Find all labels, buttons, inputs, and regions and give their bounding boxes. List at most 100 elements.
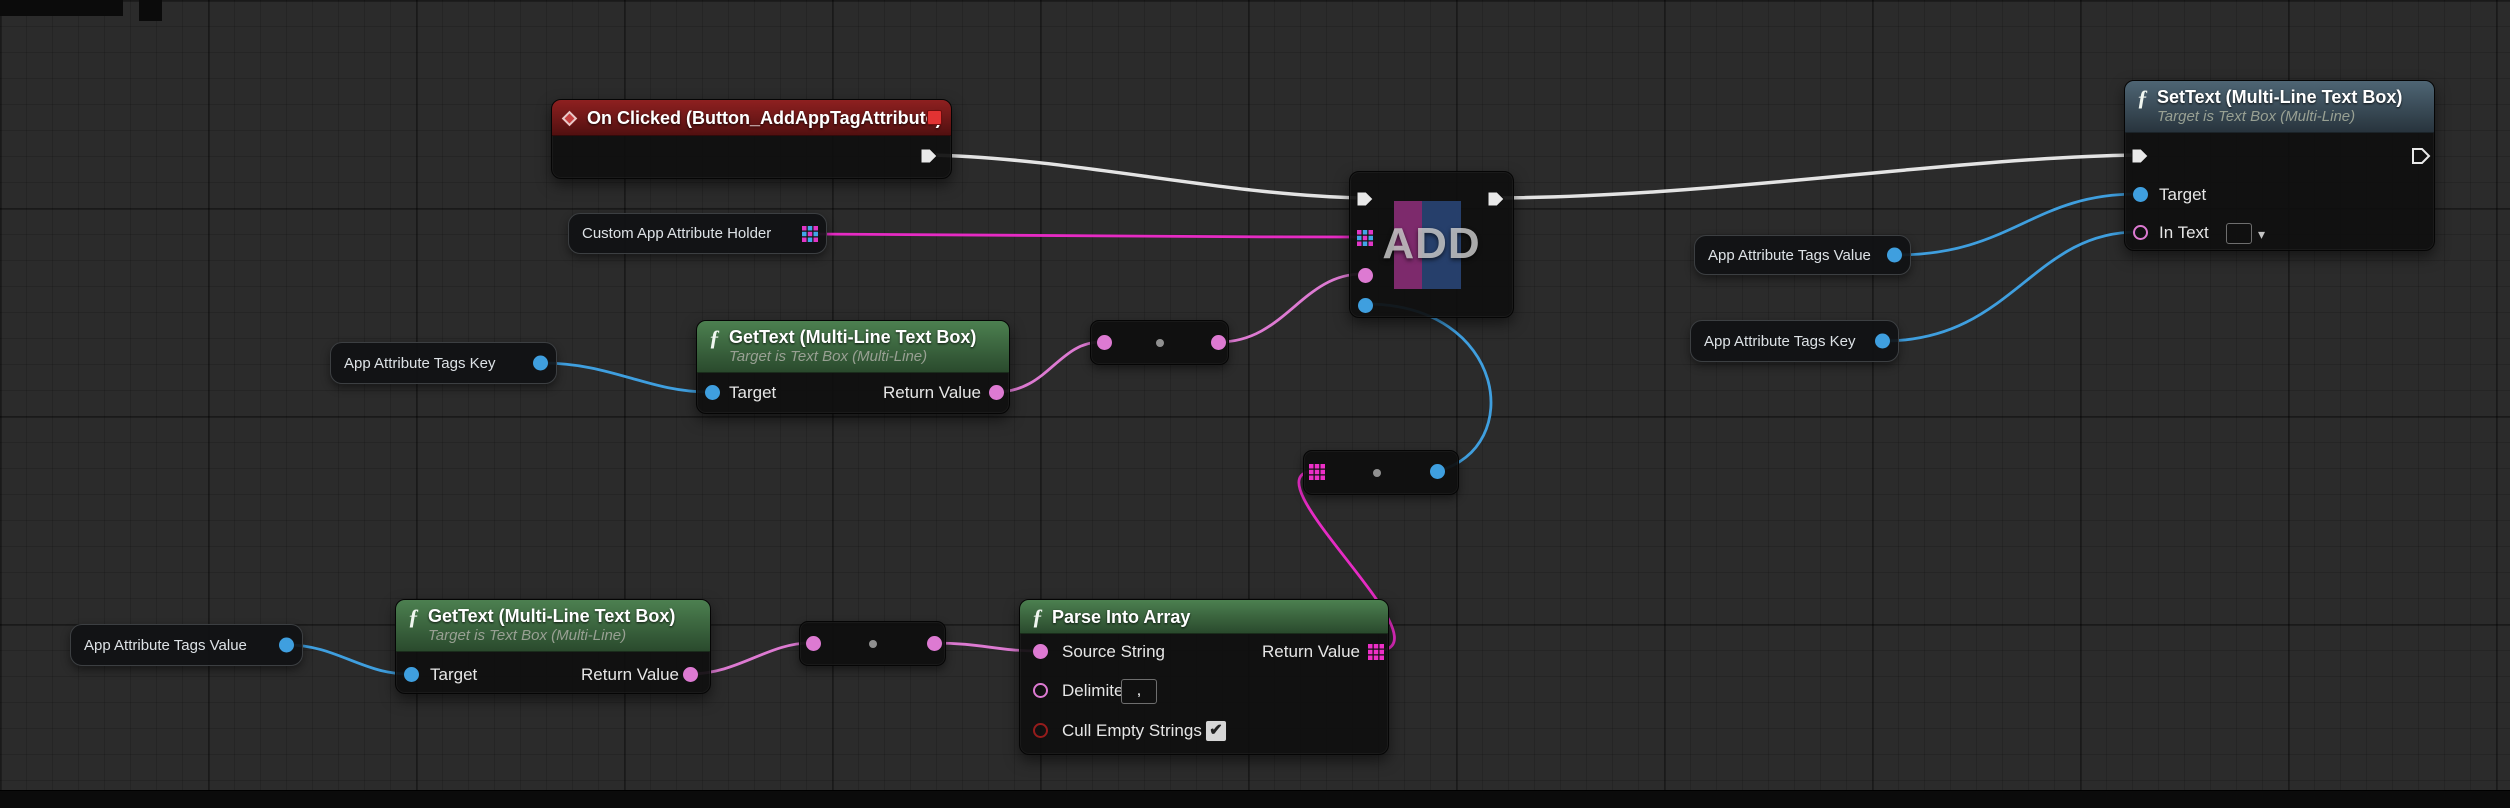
exec-in-pin[interactable] [2129, 145, 2151, 167]
wire-object-conversion-to-add-value[interactable] [1365, 302, 1493, 473]
wire-text-conversion-to-add-key[interactable] [1218, 272, 1363, 344]
wire-object-tagsvalue-to-gettext2-target[interactable] [287, 643, 410, 676]
node-header[interactable]: ƒ GetText (Multi-Line Text Box) Target i… [697, 321, 1009, 373]
return-value-pin[interactable] [989, 385, 1004, 400]
node-var-custom-app-attribute-holder[interactable]: Custom App Attribute Holder [568, 213, 827, 254]
input-array-pin[interactable] [1309, 464, 1325, 480]
variable-label: App Attribute Tags Value [84, 636, 247, 654]
add-watermark: ADD [1382, 219, 1481, 268]
wire-text-gettext-return-to-conversion[interactable] [995, 340, 1102, 394]
node-var-app-attribute-tags-value[interactable]: App Attribute Tags Value [70, 624, 303, 666]
event-icon [561, 110, 578, 126]
delimiter-input[interactable]: , [1121, 679, 1157, 704]
node-parse-into-array[interactable]: ƒ Parse Into Array Source String Return … [1019, 599, 1389, 755]
pin-label-target: Target [430, 665, 478, 684]
variable-label: App Attribute Tags Key [344, 354, 496, 372]
node-title: On Clicked (Button_AddAppTagAttribute) [587, 108, 942, 128]
node-var-app-attribute-tags-key-2[interactable]: App Attribute Tags Key [1690, 320, 1899, 362]
wire-exec-onclicked-to-add[interactable] [927, 153, 1363, 200]
node-dot [869, 640, 877, 648]
wire-map-holder-to-add[interactable] [810, 232, 1363, 239]
pin-label-in-text: In Text [2159, 223, 2209, 242]
function-icon: ƒ [1032, 604, 1043, 629]
node-gettext-value[interactable]: ƒ GetText (Multi-Line Text Box) Target i… [395, 599, 711, 694]
exec-in-pin[interactable] [1354, 188, 1376, 210]
pin-label-return: Return Value [1262, 642, 1360, 661]
pin-label-cull-empty-strings: Cull Empty Strings [1062, 721, 1202, 740]
pin-label-target: Target [729, 383, 777, 402]
variable-label: Custom App Attribute Holder [582, 225, 772, 242]
node-subtitle: Target is Text Box (Multi-Line) [428, 627, 627, 644]
node-header[interactable]: On Clicked (Button_AddAppTagAttribute) [552, 100, 951, 136]
cull-empty-strings-pin[interactable] [1033, 723, 1048, 738]
node-header[interactable]: ƒ SetText (Multi-Line Text Box) Target i… [2125, 81, 2434, 133]
key-pin[interactable] [1358, 268, 1373, 283]
map-value-color-bar [1422, 201, 1461, 289]
node-subtitle: Target is Text Box (Multi-Line) [729, 348, 928, 365]
input-pin[interactable] [1097, 335, 1112, 350]
pin-label-target: Target [2159, 185, 2207, 204]
function-icon: ƒ [709, 325, 720, 350]
chevron-down-icon[interactable]: ▾ [2258, 226, 2266, 242]
in-text-input[interactable] [2226, 223, 2252, 244]
function-icon: ƒ [408, 604, 419, 629]
wire-array-parse-return-to-conversion[interactable] [1297, 469, 1396, 653]
exec-out-pin[interactable] [918, 145, 940, 167]
target-pin[interactable] [404, 667, 419, 682]
map-pin[interactable] [802, 225, 818, 242]
cull-empty-strings-checkbox[interactable]: ✔ [1205, 720, 1227, 742]
node-var-app-attribute-tags-key[interactable]: App Attribute Tags Key [330, 342, 557, 384]
node-dot [1373, 469, 1381, 477]
input-pin[interactable] [806, 636, 821, 651]
source-string-pin[interactable] [1033, 644, 1048, 659]
node-conversion-text-b[interactable] [799, 621, 946, 666]
delimiter-pin[interactable] [1033, 683, 1048, 698]
pin-label-return: Return Value [581, 665, 679, 684]
chrome-fragment-top-left [0, 0, 123, 16]
output-pin[interactable] [1430, 464, 1445, 479]
wire-exec-add-to-settext[interactable] [1494, 153, 2138, 200]
in-text-pin[interactable] [2133, 225, 2148, 240]
object-pin[interactable] [279, 637, 294, 653]
pin-label-delimiter: Delimiter [1062, 681, 1130, 700]
target-pin[interactable] [2133, 187, 2148, 202]
pin-label-return: Return Value [883, 383, 981, 402]
chrome-fragment-top [139, 0, 162, 21]
node-var-app-attribute-tags-value-2[interactable]: App Attribute Tags Value [1694, 235, 1911, 275]
node-title: GetText (Multi-Line Text Box) [428, 606, 676, 626]
return-array-pin[interactable] [1368, 644, 1384, 660]
output-pin[interactable] [1211, 335, 1226, 350]
node-title: GetText (Multi-Line Text Box) [729, 327, 977, 347]
wire-object-tagskey-to-settext-intext[interactable] [1883, 230, 2138, 343]
function-icon: ƒ [2137, 85, 2148, 110]
node-gettext-key[interactable]: ƒ GetText (Multi-Line Text Box) Target i… [696, 320, 1010, 414]
exec-out-pin[interactable] [1485, 188, 1507, 210]
value-pin[interactable] [1358, 298, 1373, 313]
output-pin[interactable] [927, 636, 942, 651]
object-pin[interactable] [1887, 247, 1902, 263]
pin-label-source-string: Source String [1062, 642, 1165, 661]
node-conversion-text-a[interactable] [1090, 320, 1229, 365]
target-map-pin[interactable] [1357, 230, 1373, 246]
variable-label: App Attribute Tags Value [1708, 246, 1871, 264]
node-map-add[interactable]: ADD [1349, 171, 1514, 318]
node-header[interactable]: ƒ Parse Into Array [1020, 600, 1388, 634]
return-value-pin[interactable] [683, 667, 698, 682]
wire-object-tagskey-to-gettext-target[interactable] [541, 361, 710, 394]
node-conversion-array-c[interactable] [1303, 450, 1459, 495]
delegate-pin[interactable] [927, 110, 942, 125]
map-key-color-bar [1394, 201, 1422, 289]
wire-object-tagsvalue-to-settext-target[interactable] [1895, 192, 2138, 257]
variable-label: App Attribute Tags Key [1704, 332, 1856, 350]
object-pin[interactable] [1875, 333, 1890, 349]
node-title: SetText (Multi-Line Text Box) [2157, 87, 2403, 107]
target-pin[interactable] [705, 385, 720, 400]
node-header[interactable]: ƒ GetText (Multi-Line Text Box) Target i… [396, 600, 710, 652]
node-subtitle: Target is Text Box (Multi-Line) [2157, 108, 2356, 125]
exec-out-pin[interactable] [2410, 145, 2432, 167]
node-on-clicked-event[interactable]: On Clicked (Button_AddAppTagAttribute) [551, 99, 952, 179]
node-settext-multiline[interactable]: ƒ SetText (Multi-Line Text Box) Target i… [2124, 80, 2435, 251]
object-pin[interactable] [533, 355, 548, 371]
